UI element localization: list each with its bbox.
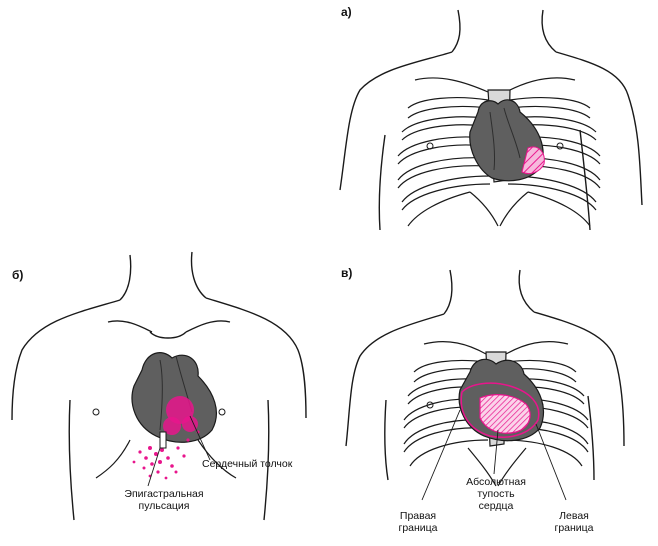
callout-absolute-dullness-line1: Абсолютная <box>466 476 526 488</box>
callout-absolute-dullness-line2: тупость <box>477 488 515 500</box>
panel-b-nipples <box>92 408 226 416</box>
panel-c-absolute-dullness <box>479 394 531 434</box>
panel-a-torso <box>339 9 643 231</box>
callout-absolute-dullness: Абсолютная тупость сердца <box>458 476 534 512</box>
callout-right-border: Правая граница <box>390 510 446 534</box>
panel-a-apex-region <box>521 146 545 175</box>
panel-c-leader-lines <box>421 409 567 501</box>
panel-a-nipples <box>426 142 564 150</box>
panel-c-relative-dullness <box>460 382 540 438</box>
panel-a-label: а) <box>341 5 352 19</box>
callout-left-border-line2: граница <box>554 522 594 534</box>
panel-c-torso <box>345 269 625 481</box>
callout-epigastric-pulsation: Эпигастральная пульсация <box>116 488 212 512</box>
callout-apex-beat: Сердечный толчок <box>202 458 293 470</box>
callout-epigastric-line1: Эпигастральная <box>124 488 204 500</box>
panel-b-epigastric-marker <box>159 431 167 449</box>
panel-b-costal-margin <box>95 439 237 479</box>
panel-b-label: б) <box>12 268 24 282</box>
panel-c-label: в) <box>341 266 353 280</box>
callout-epigastric-line2: пульсация <box>138 500 190 512</box>
callout-absolute-dullness-line3: сердца <box>478 500 514 512</box>
callout-right-border-line1: Правая <box>399 510 437 522</box>
panel-b-pulsation-dots <box>132 396 200 480</box>
callout-left-border: Левая граница <box>546 510 602 534</box>
panel-b-torso <box>11 251 307 521</box>
panel-b-leader-lines <box>147 415 211 487</box>
callout-left-border-line1: Левая <box>559 510 589 522</box>
callout-right-border-line2: граница <box>398 522 438 534</box>
